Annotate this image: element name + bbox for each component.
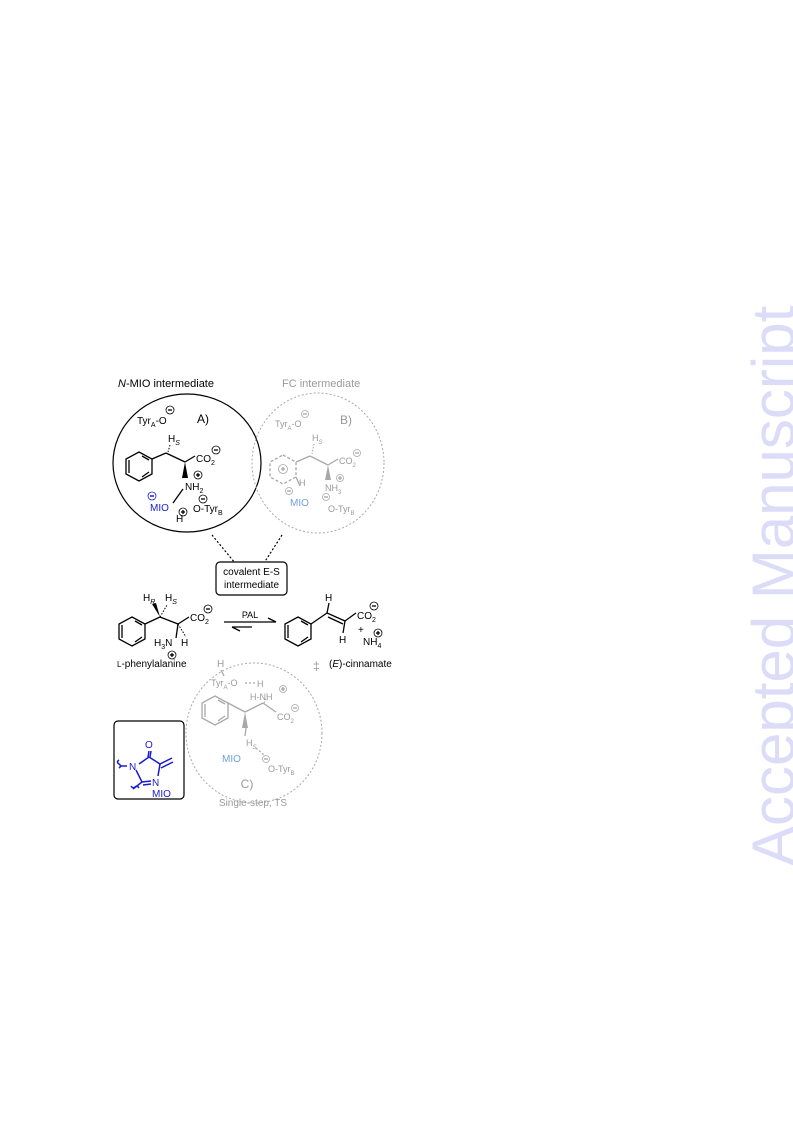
mio-structure-box xyxy=(113,720,185,800)
panel-c-label: C) xyxy=(241,777,254,791)
mio-structure: O N N MIO xyxy=(116,740,174,800)
tyr-a-o-label-c: TyrA-O xyxy=(211,678,238,691)
hs-label-c: HS xyxy=(246,738,257,751)
panel-b-label: B) xyxy=(340,413,352,427)
h3n-label: H3N xyxy=(154,638,172,651)
covalent-es-line1: covalent E-S xyxy=(223,567,280,578)
o-tyr-b-label-c: O-TyrB xyxy=(268,764,295,777)
single-step-ts-label: Single-step, TS xyxy=(219,798,288,809)
hs-label-b: HS xyxy=(312,433,323,446)
plus-sign: + xyxy=(358,625,364,636)
mio-label-b: MIO xyxy=(290,498,309,509)
panel-a-label: A) xyxy=(197,412,209,426)
mio-label-c: MIO xyxy=(222,754,241,765)
phenyl-ring-product xyxy=(284,616,312,647)
hs-label-a: HS xyxy=(168,434,180,447)
panel-a-ellipse xyxy=(112,393,262,533)
covalent-es-line2: intermediate xyxy=(224,580,279,591)
phenyl-ring-c xyxy=(201,695,229,726)
h-label-c-bridge: H xyxy=(257,679,264,689)
co2-label-product: CO2 xyxy=(357,611,376,624)
phenyl-ring-substrate xyxy=(118,616,146,647)
tyr-a-o-label: TyrA-O xyxy=(137,416,167,429)
mio-o-atom: O xyxy=(145,740,153,751)
mio-structure-label: MIO xyxy=(152,789,171,800)
nh3-label-b: NH3 xyxy=(325,483,342,496)
h-label-alkene-bottom: H xyxy=(339,635,346,646)
mio-n1-atom: N xyxy=(129,762,136,773)
panel-b-ellipse xyxy=(251,392,385,534)
l-phenylalanine-label: L-phenylalanine xyxy=(117,659,187,670)
co2-label-b: CO2 xyxy=(339,456,357,469)
hs-label-substrate: HS xyxy=(165,593,177,606)
nmio-intermediate-title: N-MIO intermediate xyxy=(118,378,214,390)
nh2-label-a: NH2 xyxy=(185,482,203,495)
mio-label-a: MIO xyxy=(150,503,169,514)
svg-text:Accepted Manuscript: Accepted Manuscript xyxy=(740,305,793,866)
pal-label: PAL xyxy=(242,610,258,620)
fc-intermediate-title: FC intermediate xyxy=(282,378,360,390)
hr-label: HR xyxy=(143,593,155,606)
tyr-a-o-label-b: TyrA-O xyxy=(275,419,302,432)
h-label-b: H xyxy=(299,478,306,488)
o-tyr-b-label-b: O-TyrB xyxy=(328,504,355,517)
co2-label-substrate: CO2 xyxy=(190,613,209,626)
mio-n2-atom: N xyxy=(152,778,159,789)
h-label-substrate: H xyxy=(181,638,188,649)
double-dagger: ‡ xyxy=(313,659,320,673)
co2-label-a: CO2 xyxy=(196,454,215,467)
covalent-es-box xyxy=(215,561,288,596)
panel-c-ellipse xyxy=(185,662,323,804)
nh4-label: NH4 xyxy=(363,637,381,650)
co2-label-c: CO2 xyxy=(277,712,295,725)
accepted-manuscript-watermark: Accepted Manuscript xyxy=(740,305,793,866)
phenyl-ring-a xyxy=(125,451,153,482)
h-label-alkene-top: H xyxy=(325,593,332,604)
h-label-c-top: H xyxy=(217,659,224,670)
o-tyr-b-label-a: O-TyrB xyxy=(193,504,223,517)
hnh-label-c: H-NH xyxy=(250,692,273,702)
cinnamate-label: (E)-cinnamate xyxy=(329,659,392,670)
h-label-a: H xyxy=(176,514,183,525)
